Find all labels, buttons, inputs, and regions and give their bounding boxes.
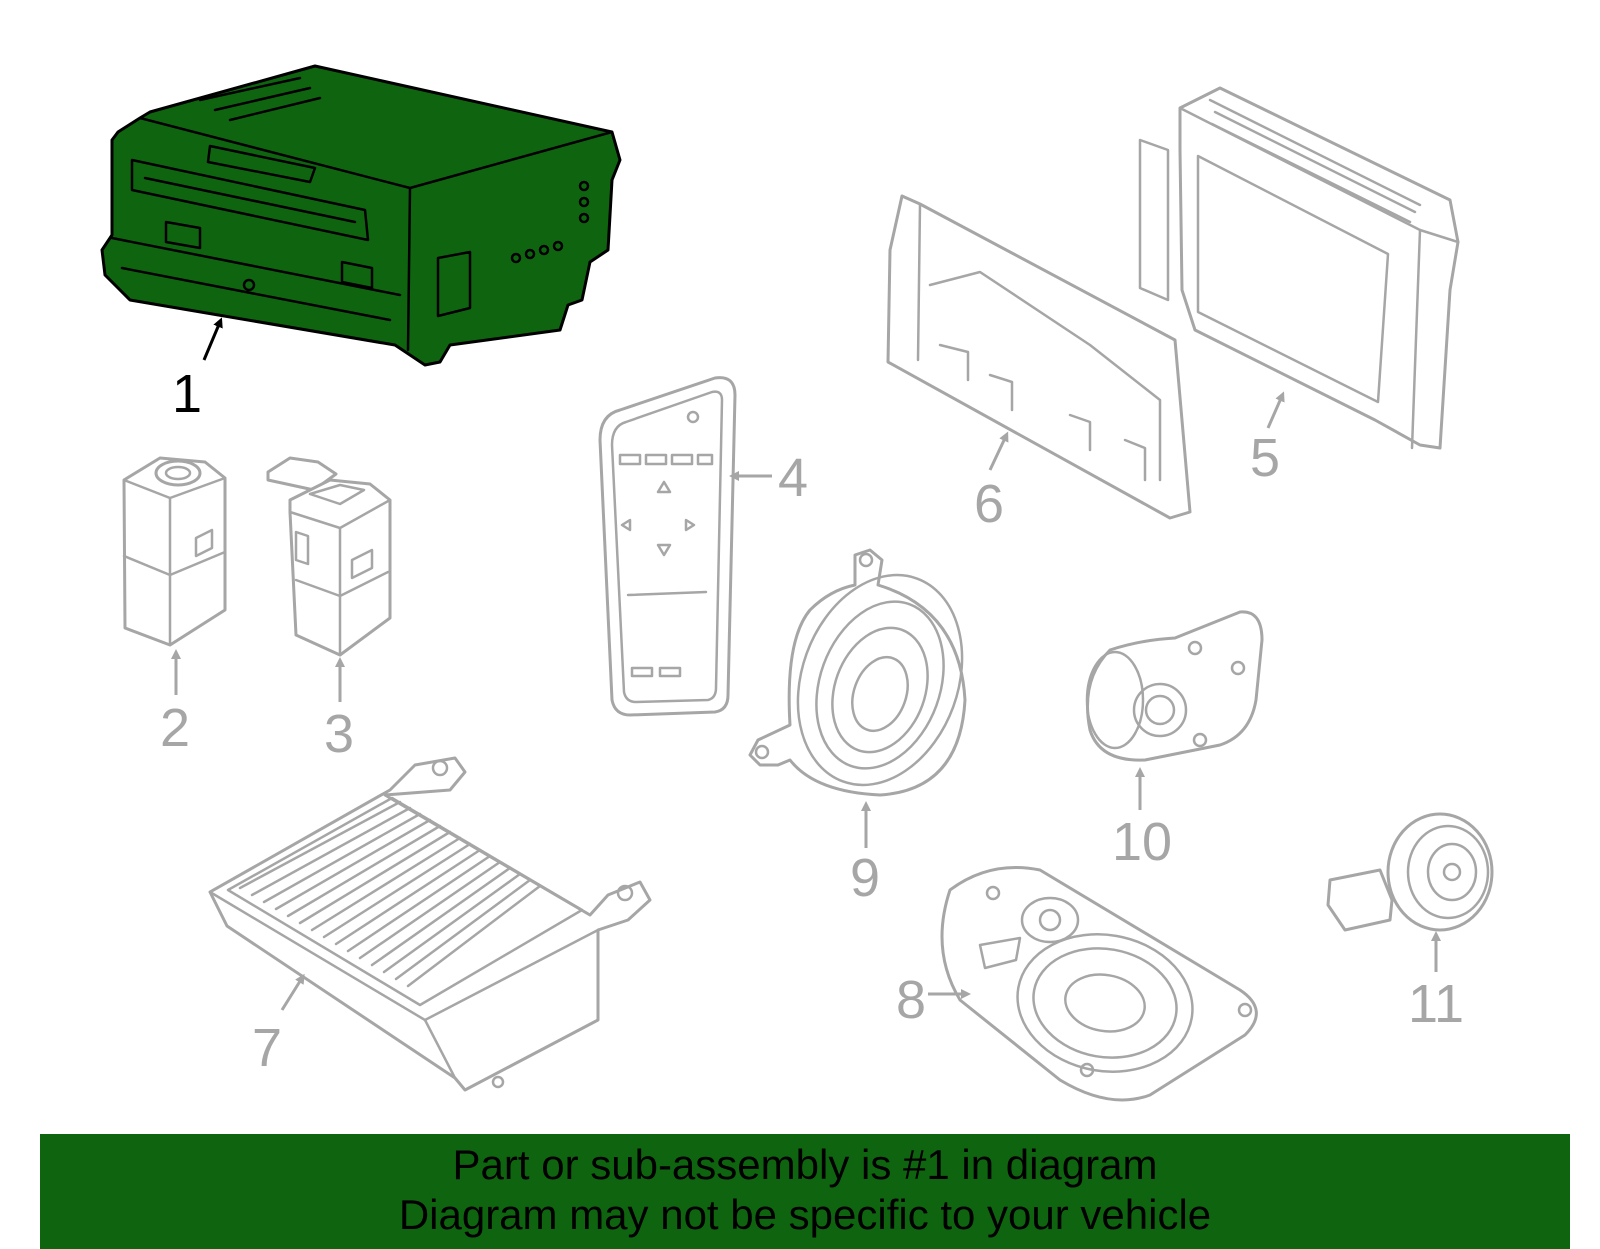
footer-banner: Part or sub-assembly is #1 in diagram Di… — [40, 1134, 1570, 1249]
callout-7[interactable]: 7 — [252, 1018, 282, 1078]
callout-6-leader — [988, 431, 1009, 471]
footer-line-2: Diagram may not be specific to your vehi… — [398, 1191, 1212, 1238]
part-5-display[interactable] — [1138, 86, 1460, 450]
callout-10[interactable]: 10 — [1112, 812, 1172, 872]
callout-8[interactable]: 8 — [896, 970, 926, 1030]
callout-1-leader — [202, 317, 223, 361]
part-3-module[interactable] — [266, 456, 392, 657]
callout-leaders — [171, 317, 1441, 1011]
part-10-speaker[interactable] — [1085, 610, 1264, 762]
part-2-module[interactable] — [122, 456, 227, 647]
callout-labels: 1 2 3 4 5 6 7 8 9 10 11 — [160, 364, 1464, 1078]
part-9-speaker[interactable] — [748, 548, 990, 808]
callout-5[interactable]: 5 — [1250, 428, 1280, 488]
part-7-amplifier[interactable] — [208, 756, 652, 1092]
callout-5-leader — [1266, 391, 1285, 429]
callout-2[interactable]: 2 — [160, 698, 190, 758]
part-1-radio-unit[interactable] — [100, 64, 622, 367]
part-8-speaker[interactable] — [940, 866, 1258, 1102]
callout-1[interactable]: 1 — [172, 364, 202, 424]
callout-6[interactable]: 6 — [974, 474, 1004, 534]
part-4-remote[interactable] — [598, 376, 737, 717]
part-11-tweeter[interactable] — [1326, 812, 1494, 932]
callout-9[interactable]: 9 — [850, 848, 880, 908]
footer-line-1: Part or sub-assembly is #1 in diagram — [452, 1141, 1158, 1188]
callout-7-leader — [280, 973, 305, 1011]
part-6-panel[interactable] — [886, 194, 1192, 520]
callout-11[interactable]: 11 — [1408, 974, 1464, 1034]
callout-4[interactable]: 4 — [778, 448, 808, 508]
callout-3[interactable]: 3 — [324, 704, 354, 764]
